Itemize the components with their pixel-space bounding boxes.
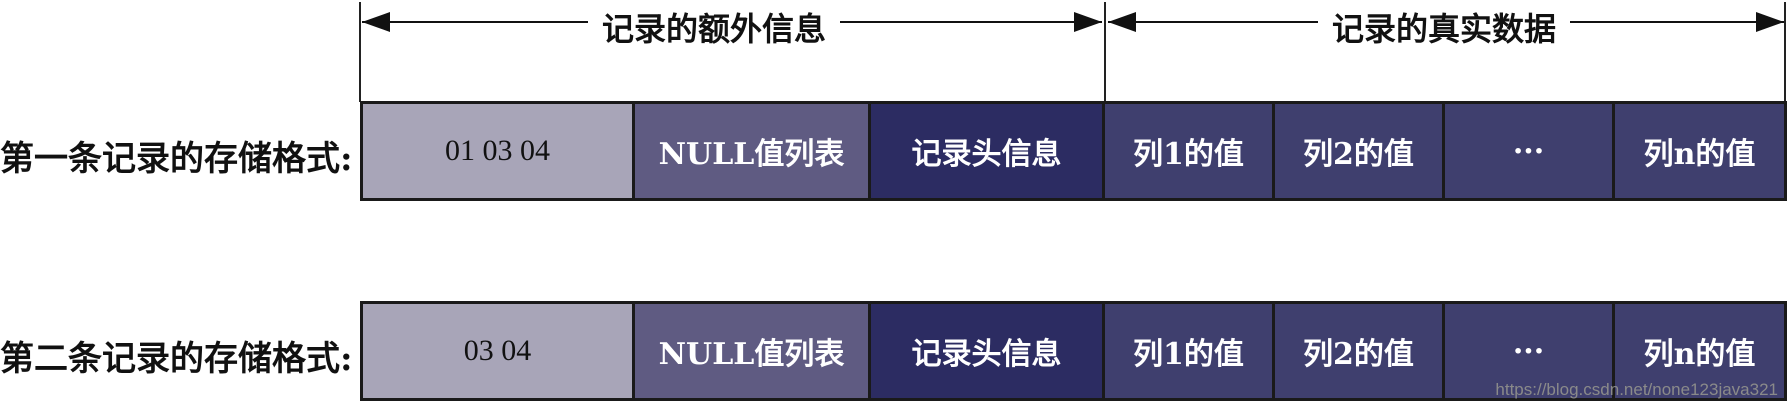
record-header-cell: 记录头信息: [868, 301, 1105, 401]
column-2-value-cell: 列2的值: [1272, 301, 1445, 401]
record-row-first: 01 03 04 NULL值列表 记录头信息 列1的值 列2的值 ··· 列n的…: [360, 101, 1787, 201]
column-2-value-cell: 列2的值: [1272, 101, 1445, 201]
row-label-second: 第二条记录的存储格式:: [0, 339, 353, 379]
middle-boundary-line: [1104, 2, 1106, 102]
right-boundary-line: [1784, 2, 1786, 102]
record-row-second: 03 04 NULL值列表 记录头信息 列1的值 列2的值 ··· 列n的值: [360, 301, 1787, 401]
watermark: https://blog.csdn.net/none123java321: [1495, 380, 1778, 399]
null-list-cell: NULL值列表: [632, 301, 871, 401]
null-list-cell: NULL值列表: [632, 101, 871, 201]
variable-length-list-cell: 01 03 04: [360, 101, 635, 201]
left-boundary-line: [359, 2, 361, 102]
ellipsis-cell: ···: [1442, 101, 1615, 201]
variable-length-list-cell: 03 04: [360, 301, 635, 401]
extra-info-label: 记录的额外信息: [588, 4, 841, 50]
ellipsis-cell: ···: [1442, 301, 1615, 401]
column-1-value-cell: 列1的值: [1102, 301, 1275, 401]
column-1-value-cell: 列1的值: [1102, 101, 1275, 201]
column-n-value-cell: 列n的值: [1612, 101, 1787, 201]
column-n-value-cell: 列n的值: [1612, 301, 1787, 401]
row-label-first: 第一条记录的存储格式:: [0, 139, 353, 179]
real-data-label: 记录的真实数据: [1318, 4, 1571, 50]
record-header-cell: 记录头信息: [868, 101, 1105, 201]
